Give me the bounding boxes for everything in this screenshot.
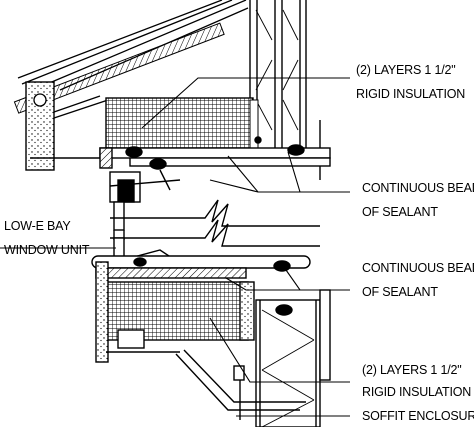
- upper-rigid-insulation: [105, 97, 259, 149]
- upper-sealant-label-line2: OF SEALANT: [362, 205, 438, 219]
- annotation-labels: (2) LAYERS 1 1/2" RIGID INSULATION CONTI…: [4, 63, 474, 423]
- lower-sealant-label-line2: OF SEALANT: [362, 285, 438, 299]
- lower-rigid-insulation: [105, 281, 255, 349]
- break-line: [110, 199, 320, 247]
- lower-sealant-label-line1: CONTINUOUS BEAD: [362, 261, 474, 275]
- lower-wall-studs: [255, 289, 331, 427]
- lower-fascia: [95, 261, 180, 363]
- bottom-insulation-label-line1: (2) LAYERS 1 1/2": [362, 363, 461, 377]
- bottom-insulation-label-line2: RIGID INSULATION: [362, 385, 471, 399]
- window-label-line2: WINDOW UNIT: [4, 243, 90, 257]
- leader-lines: [0, 77, 350, 417]
- window-label-line1: LOW-E BAY: [4, 219, 71, 233]
- upper-sealant-label-line1: CONTINUOUS BEAD: [362, 181, 474, 195]
- top-insulation-label-line2: RIGID INSULATION: [356, 87, 465, 101]
- upper-header-plates: [30, 136, 331, 170]
- roof-assembly: [13, 0, 249, 171]
- top-insulation-label-line1: (2) LAYERS 1 1/2": [356, 63, 455, 77]
- soffit-enclosure-label: SOFFIT ENCLOSURE: [362, 409, 474, 423]
- lower-plates: [91, 255, 311, 279]
- window-head: [109, 169, 181, 231]
